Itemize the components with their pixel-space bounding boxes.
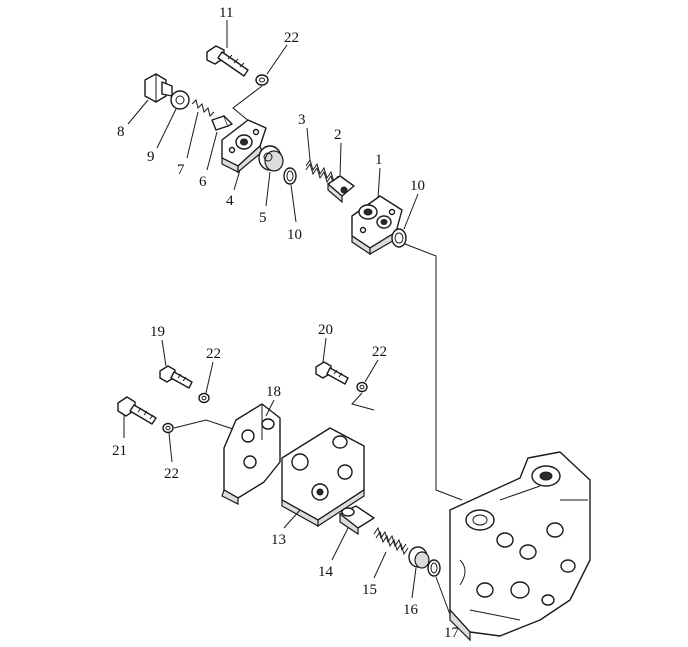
label-10-a: 10 [287,227,302,243]
label-22-c: 22 [372,344,387,360]
part-14-sleeve [339,505,375,536]
part-9-nut [170,90,190,110]
label-20: 20 [318,322,333,338]
label-1: 1 [375,152,383,168]
part-13-body [281,427,365,528]
part-6-poppet [211,115,233,131]
label-18: 18 [266,384,281,400]
label-11: 11 [219,5,233,21]
label-22-upper: 22 [284,30,299,46]
label-6: 6 [199,174,207,190]
part-16-plug [408,546,430,569]
label-17: 17 [444,625,460,641]
label-22-b: 22 [206,346,221,362]
part-11-bolt [206,45,249,77]
label-13: 13 [271,532,286,548]
label-16: 16 [403,602,419,618]
part-1-valve-block [351,195,403,256]
part-2-spool [327,175,355,204]
part-22-washer-upper [255,74,269,86]
label-14: 14 [318,564,334,580]
label-8: 8 [117,124,125,140]
label-7: 7 [177,162,185,178]
label-9: 9 [147,149,155,165]
label-5: 5 [259,210,267,226]
label-15: 15 [362,582,377,598]
part-18-bracket [221,403,281,505]
part-22-washer-b [198,392,210,404]
part-21-bolt [117,396,157,425]
part-10-oring-b [391,228,407,248]
label-4: 4 [226,193,234,209]
part-19-bolt [159,365,193,389]
label-3: 3 [298,112,306,128]
part-20-bolt [315,361,349,385]
label-21: 21 [112,443,127,459]
part-5-seat [258,145,284,172]
part-10-oring-a [283,167,297,185]
part-17-oring [427,559,441,577]
label-10-b: 10 [410,178,425,194]
main-valve-housing [449,451,591,642]
part-22-washer-d [162,422,174,434]
part-4-flange [221,119,267,174]
part-8-plug [144,73,173,103]
part-7-spring [191,99,215,117]
label-19: 19 [150,324,165,340]
part-15-spring [373,526,409,556]
part-22-washer-c [356,381,368,393]
label-22-d: 22 [164,466,179,482]
label-2: 2 [334,127,342,143]
